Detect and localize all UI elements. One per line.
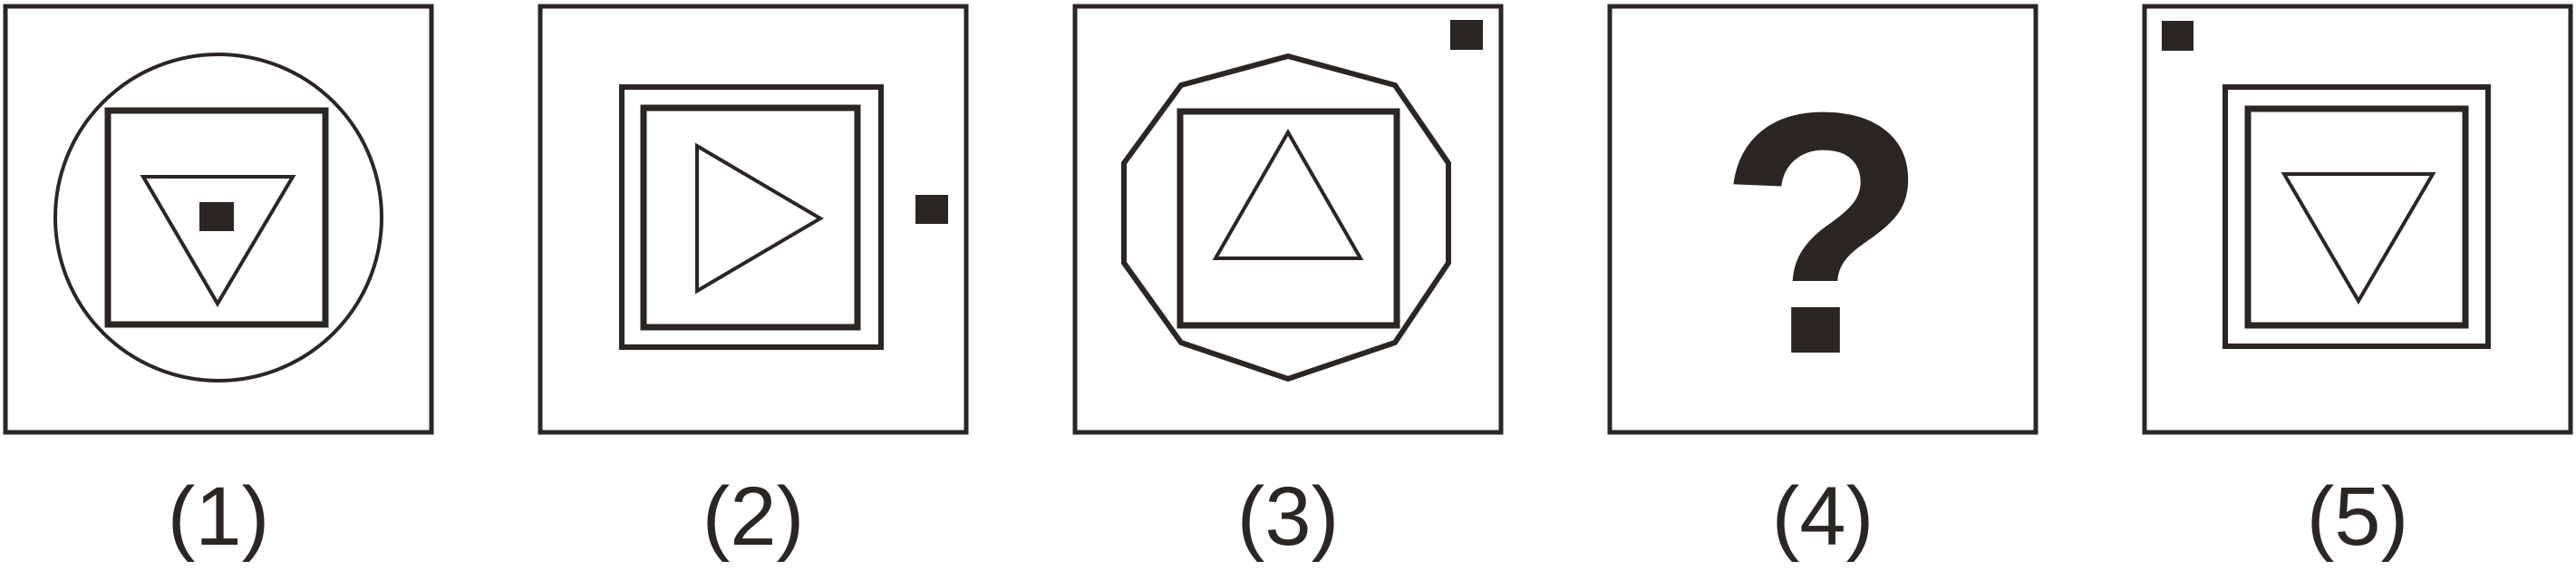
panel-2-outer-square (619, 84, 884, 350)
panel-2-small-square (915, 195, 948, 224)
panel-5-triangle-down (2281, 172, 2436, 305)
panel-3 (1072, 4, 1504, 435)
panel-5-inner-square (2244, 105, 2469, 329)
question-mark: ? (1718, 41, 1928, 426)
panel-2-frame (537, 4, 969, 435)
panel-2-figure (537, 4, 969, 435)
panel-3-decagon (1121, 53, 1451, 382)
panel-2-inner-square (640, 104, 861, 331)
panel-3-label: (3) (1236, 470, 1340, 563)
panel-5-frame (2142, 4, 2573, 435)
panel-1-frame (3, 4, 434, 435)
panel-4: ? (1607, 4, 2039, 435)
panel-4-frame (1607, 4, 2039, 435)
panel-1 (3, 4, 434, 435)
panel-1-small-square (199, 202, 234, 231)
panel-4-figure: ? (1607, 4, 2039, 435)
panel-3-triangle-up (1212, 128, 1364, 260)
panel-1-label: (1) (167, 470, 270, 563)
panel-2-label: (2) (702, 470, 805, 563)
panel-3-figure (1072, 4, 1504, 435)
panel-5-label: (5) (2306, 470, 2409, 563)
panel-1-square (104, 107, 329, 328)
panel-5 (2142, 4, 2573, 435)
panel-3-frame (1072, 4, 1504, 435)
panel-3-square (1177, 108, 1400, 329)
panel-3-small-square (1450, 20, 1483, 50)
panel-1-triangle-down (140, 175, 296, 307)
panel-2-triangle-right (695, 142, 824, 295)
panel-2 (537, 4, 969, 435)
panel-1-circle (53, 53, 383, 382)
panel-5-small-square (2162, 21, 2193, 51)
panel-5-figure (2142, 4, 2573, 435)
panel-4-label: (4) (1771, 470, 1874, 563)
panel-1-figure (3, 4, 434, 435)
panel-5-outer-square (2223, 84, 2491, 349)
